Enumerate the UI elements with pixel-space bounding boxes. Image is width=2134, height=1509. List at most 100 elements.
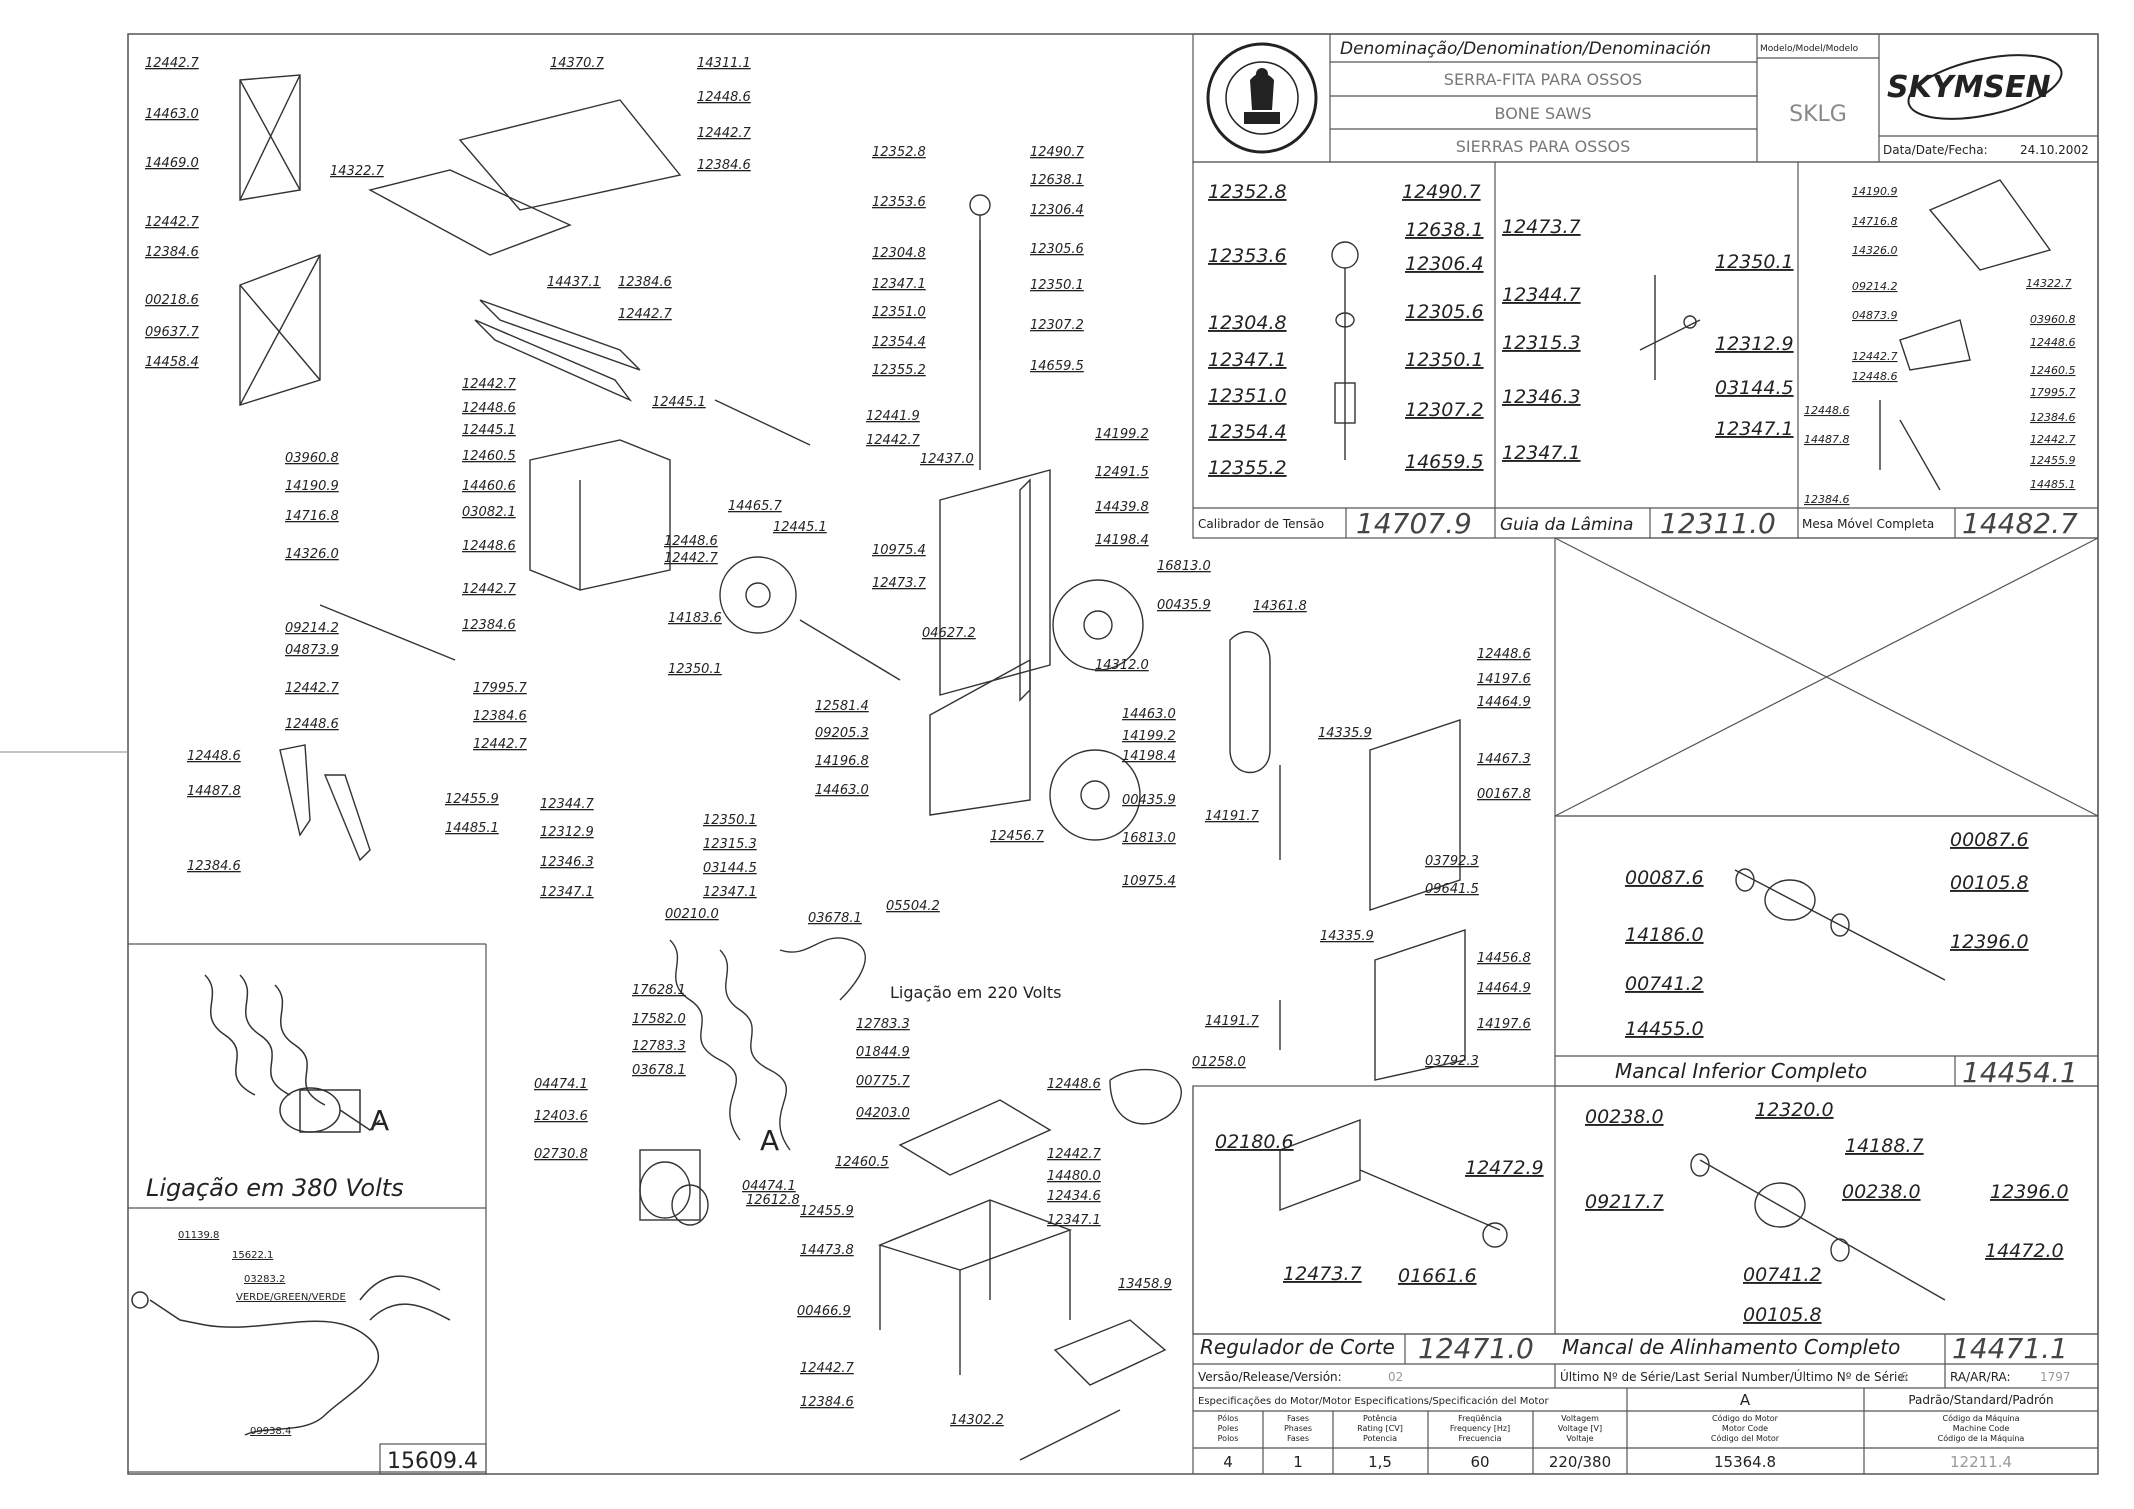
main-assembly-sketch	[239, 74, 2052, 1461]
guide-label-0: 12473.7	[1502, 216, 1581, 238]
motor-header-2-1: Rating [CV]	[1357, 1424, 1403, 1433]
part-label-14487-8: 14487.8	[187, 784, 241, 799]
part-label-14191-7: 14191.7	[1205, 1014, 1259, 1029]
part-label-12305-6: 12305.6	[1030, 242, 1084, 257]
ra-label: RA/AR/RA:	[1950, 1370, 2011, 1384]
part-label-12445-1: 12445.1	[773, 520, 827, 535]
part-label-14437-1: 14437.1	[547, 275, 601, 290]
part-label-14485-1: 14485.1	[445, 821, 499, 836]
cut_regulator-label-1: 12472.9	[1465, 1157, 1544, 1179]
v380-title: Ligação em 380 Volts	[146, 1174, 404, 1202]
part-label-13458-9: 13458.9	[1118, 1277, 1172, 1292]
part-label-12347-1: 12347.1	[872, 277, 926, 292]
part-label-12441-9: 12441.9	[866, 409, 920, 424]
part-label-12448-6: 12448.6	[1047, 1077, 1101, 1092]
part-label-03678-1: 03678.1	[632, 1063, 686, 1078]
motor-spec-label: Especificações do Motor/Motor Especifica…	[1198, 1395, 1550, 1407]
part-label-14464-9: 14464.9	[1477, 695, 1531, 710]
tension-label-5: 12304.8	[1208, 312, 1287, 334]
part-label-14198-4: 14198.4	[1122, 749, 1176, 764]
part-label-14716-8: 14716.8	[285, 509, 339, 524]
authorized-service-seal	[1206, 42, 1318, 154]
part-label-12304-8: 12304.8	[872, 246, 926, 261]
part-label-14199-2: 14199.2	[1095, 427, 1149, 442]
part-label-09214-2: 09214.2	[285, 621, 339, 636]
part-label-12346-3: 12346.3	[540, 855, 594, 870]
part-label-05504-2: 05504.2	[886, 899, 940, 914]
motor-380-sketch	[204, 974, 381, 1133]
part-label-14326-0: 14326.0	[285, 547, 339, 562]
tension-title: Calibrador de Tensão	[1198, 517, 1324, 531]
part-label-12351-0: 12351.0	[872, 305, 926, 320]
motor-header-1-2: Fases	[1287, 1434, 1309, 1443]
power-cord-sketch	[131, 1275, 451, 1436]
version-value: 02	[1388, 1370, 1403, 1384]
part-label-17628-1: 17628.1	[632, 983, 686, 998]
table-label-8: 14487.8	[1804, 433, 1850, 446]
part-label-03678-1: 03678.1	[808, 911, 862, 926]
lower_bearing-label-2: 00105.8	[1950, 872, 2029, 894]
part-label-12347-1: 12347.1	[1047, 1213, 1101, 1228]
table-label-3: 09214.2	[1852, 280, 1898, 293]
part-label-12354-4: 12354.4	[872, 335, 926, 350]
part-label-00435-9: 00435.9	[1122, 793, 1176, 808]
part-label-14463-0: 14463.0	[145, 107, 199, 122]
part-label-12347-1: 12347.1	[540, 885, 594, 900]
part-label-12448-6: 12448.6	[697, 90, 751, 105]
motor-header-1-1: Phases	[1284, 1424, 1312, 1433]
table-code: 14482.7	[1962, 507, 2078, 540]
table-label-1: 14716.8	[1852, 215, 1898, 228]
part-label-09641-5: 09641.5	[1425, 882, 1479, 897]
part-label-12403-6: 12403.6	[534, 1109, 588, 1124]
cord-label-3: VERDE/GREEN/VERDE	[236, 1292, 346, 1303]
part-label-17582-0: 17582.0	[632, 1012, 686, 1027]
part-label-12384-6: 12384.6	[800, 1395, 854, 1410]
table-label-17: 12455.9	[2030, 454, 2076, 467]
cut_regulator-label-0: 02180.6	[1215, 1131, 1294, 1153]
part-label-12448-6: 12448.6	[1477, 647, 1531, 662]
lower_bearing-label-6: 14455.0	[1625, 1018, 1704, 1040]
part-label-03792-3: 03792.3	[1425, 854, 1479, 869]
motor-value-1: 1	[1293, 1453, 1303, 1471]
date-value: 24.10.2002	[2020, 143, 2089, 157]
cord-label-0: 01139.8	[178, 1230, 219, 1241]
motor-value-2: 1,5	[1368, 1453, 1392, 1471]
part-label-04203-0: 04203.0	[856, 1106, 910, 1121]
guide-label-4: 12315.3	[1502, 332, 1581, 354]
part-label-00167-8: 00167.8	[1477, 787, 1531, 802]
title-block	[1192, 33, 2099, 163]
svg-text:SKYMSEN: SKYMSEN	[1887, 70, 2051, 105]
part-label-04873-9: 04873.9	[285, 643, 339, 658]
guide-label-3: 12312.9	[1715, 333, 1794, 355]
part-label-12442-7: 12442.7	[697, 126, 751, 141]
motor-header-0-1: Poles	[1218, 1424, 1239, 1433]
part-label-03960-8: 03960.8	[285, 451, 339, 466]
lower_bearing-label-4: 12396.0	[1950, 931, 2029, 953]
table-label-11: 03960.8	[2030, 313, 2076, 326]
ra-value: 1797	[2040, 1370, 2071, 1384]
part-label-12445-1: 12445.1	[652, 395, 706, 410]
part-label-12442-7: 12442.7	[800, 1361, 854, 1376]
part-label-14458-4: 14458.4	[145, 355, 199, 370]
table-label-12: 12448.6	[2030, 336, 2076, 349]
part-label-12306-4: 12306.4	[1030, 203, 1084, 218]
guide-code: 12311.0	[1660, 507, 1776, 540]
table-label-2: 14326.0	[1852, 244, 1898, 257]
part-label-14335-9: 14335.9	[1318, 726, 1372, 741]
motor-header-5-0: Código do Motor	[1712, 1413, 1779, 1423]
part-label-12437-0: 12437.0	[920, 452, 974, 467]
motor-header-3-2: Frecuencia	[1458, 1434, 1501, 1443]
part-label-00775-7: 00775.7	[856, 1074, 910, 1089]
motor-value-0: 4	[1223, 1453, 1233, 1471]
part-label-12315-3: 12315.3	[703, 837, 757, 852]
alignment_bearing-label-3: 09217.7	[1585, 1191, 1664, 1213]
motor-header-2-0: Potência	[1363, 1413, 1397, 1423]
guide-label-5: 03144.5	[1715, 377, 1794, 399]
motor-header-5-1: Motor Code	[1722, 1424, 1768, 1433]
part-label-04627-2: 04627.2	[922, 626, 976, 641]
part-label-12442-7: 12442.7	[462, 377, 516, 392]
motor-spec-headers: PólosPolesPolosFasesPhasesFasesPotênciaR…	[1218, 1413, 2025, 1443]
part-label-12473-7: 12473.7	[872, 576, 926, 591]
table-label-15: 12384.6	[2030, 411, 2076, 424]
